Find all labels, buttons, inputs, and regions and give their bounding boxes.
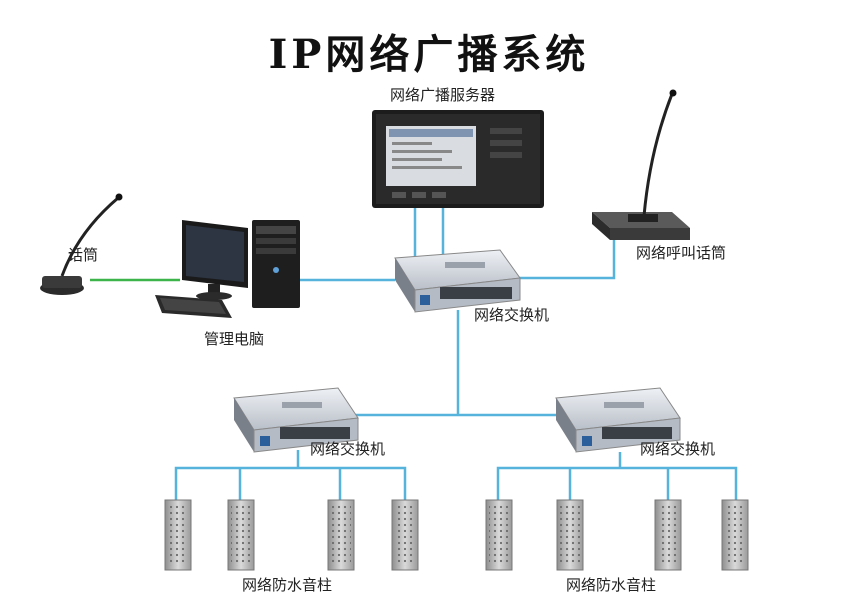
column-speaker-icon (327, 499, 355, 571)
link-left-bus (174, 466, 407, 500)
left-switch-icon (233, 387, 359, 453)
microphone-icon (40, 193, 123, 295)
right-switch-label: 网络交换机 (640, 440, 716, 458)
column-speaker-icon (164, 499, 192, 571)
left-speaker-group (164, 499, 419, 571)
right-speakers-label: 网络防水音柱 (566, 576, 657, 594)
right-switch-icon (555, 387, 681, 453)
server-icon (372, 110, 544, 208)
pc-label: 管理电脑 (204, 330, 265, 348)
computer-icon (155, 220, 300, 318)
connection-lines (174, 205, 738, 500)
column-speaker-icon (227, 499, 255, 571)
column-speaker-icon (556, 499, 584, 571)
column-speaker-icon (721, 499, 749, 571)
column-speaker-icon (485, 499, 513, 571)
link-right-bus (496, 466, 738, 500)
paging-mic-label: 网络呼叫话筒 (636, 244, 727, 262)
mic-label: 话筒 (68, 246, 99, 264)
column-speaker-icon (391, 499, 419, 571)
column-speaker-icon (654, 499, 682, 571)
core-switch-icon (394, 249, 521, 313)
diagram-title: IP网络广播系统 (268, 31, 590, 78)
core-switch-label: 网络交换机 (474, 306, 550, 324)
left-switch-label: 网络交换机 (310, 440, 386, 458)
server-label: 网络广播服务器 (390, 86, 496, 104)
left-speakers-label: 网络防水音柱 (242, 576, 333, 594)
paging-microphone-icon (592, 89, 690, 240)
link-switch-paging (515, 240, 616, 280)
right-speaker-group (485, 499, 749, 571)
